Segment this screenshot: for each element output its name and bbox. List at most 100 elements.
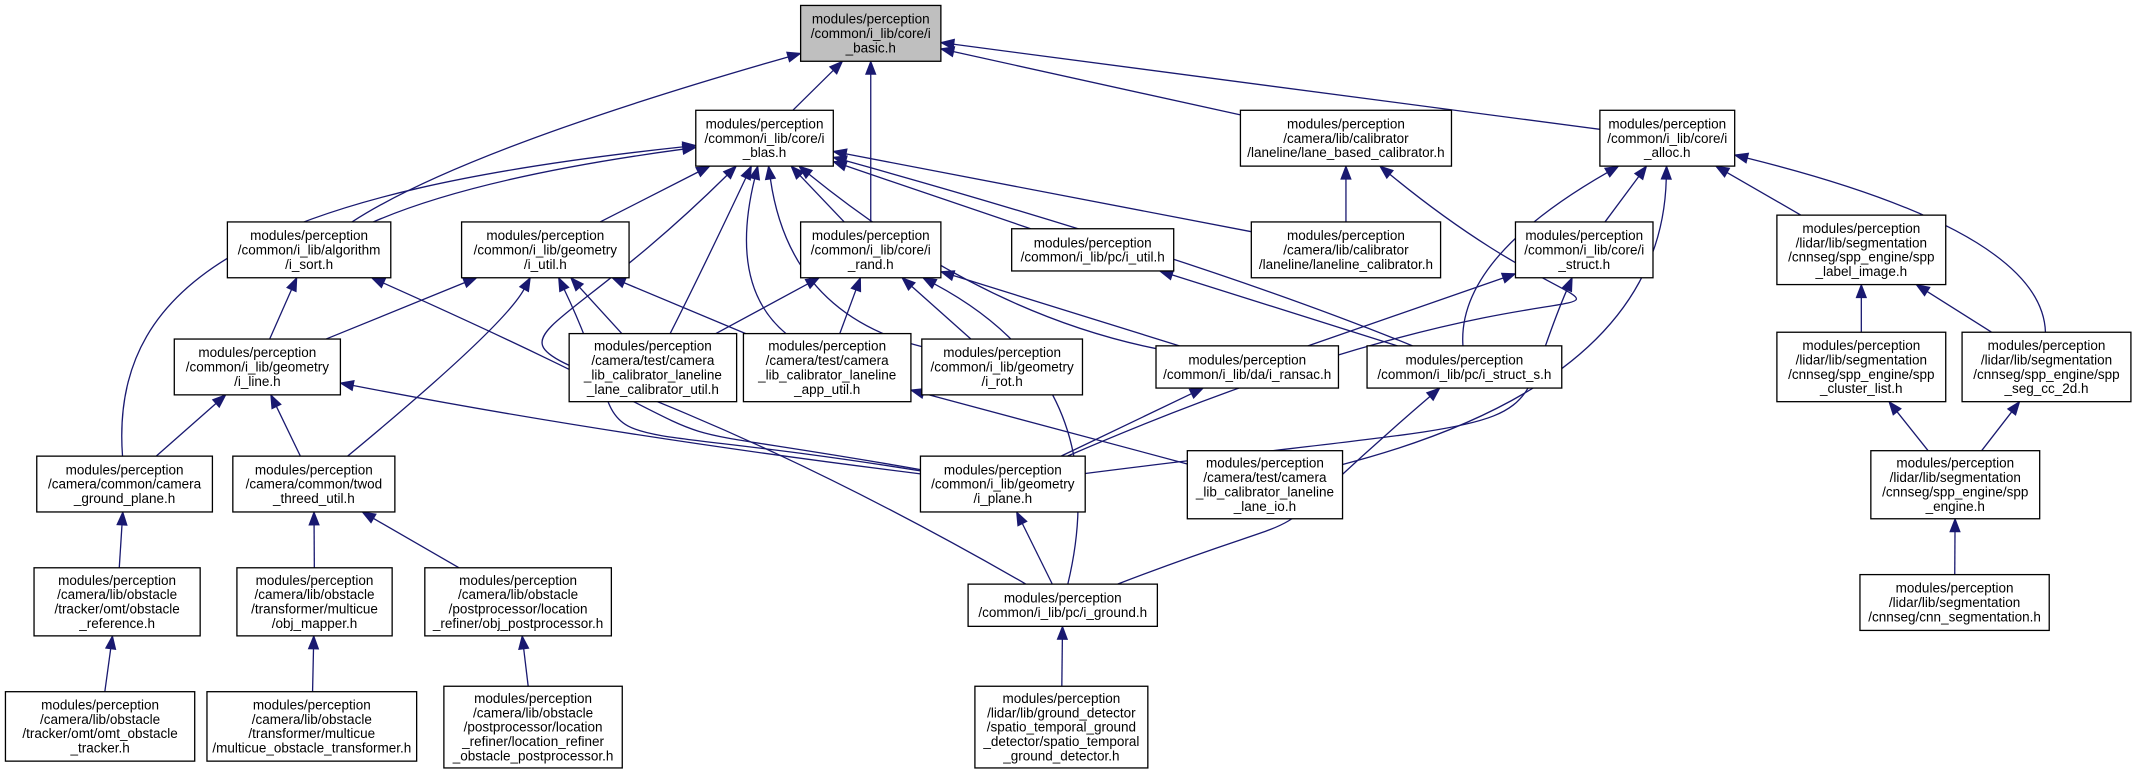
- dependency-arrowhead: [1714, 165, 1731, 178]
- node-obj-mapper[interactable]: modules/perception/camera/lib/obstacle/t…: [236, 567, 393, 637]
- node-pc-i-util[interactable]: modules/perception/common/i_lib/pc/i_uti…: [1011, 228, 1175, 272]
- dependency-edge: [1462, 172, 1608, 346]
- node-i-plane[interactable]: modules/perception/common/i_lib/geometry…: [919, 455, 1086, 513]
- dependency-arrowhead: [1633, 164, 1648, 181]
- node-obj-postprocessor[interactable]: modules/perception/camera/lib/obstacle/p…: [424, 567, 613, 637]
- node-box: [1776, 214, 1947, 286]
- node-label-line: /camera/test/camera: [591, 353, 715, 368]
- node-i-rot[interactable]: modules/perception/common/i_lib/geometry…: [921, 338, 1084, 396]
- dependency-arrowhead: [104, 634, 117, 651]
- node-label-line: _ground_plane.h: [73, 491, 175, 506]
- node-label-line: modules/perception: [1896, 456, 2014, 471]
- node-label-line: modules/perception: [1004, 591, 1122, 606]
- node-label-line: /cnnseg/cnn_segmentation.h: [1868, 610, 2041, 625]
- dependency-edge: [269, 289, 293, 340]
- node-geom-i-util[interactable]: modules/perception/common/i_lib/geometry…: [460, 221, 630, 279]
- dependency-arrowhead: [804, 277, 821, 290]
- node-i-struct-s[interactable]: modules/perception/common/i_lib/pc/i_str…: [1366, 345, 1563, 389]
- dependency-edge: [792, 69, 834, 111]
- node-label-line: /camera/lib/calibrator: [1283, 242, 1409, 257]
- dependency-edge: [745, 178, 787, 335]
- node-spp-label-image[interactable]: modules/perception/lidar/lib/segmentatio…: [1776, 214, 1947, 286]
- node-i-struct[interactable]: modules/perception/common/i_lib/core/i_s…: [1514, 221, 1654, 279]
- dependency-arrowhead: [901, 276, 916, 292]
- node-laneline-cal[interactable]: modules/perception/camera/lib/calibrator…: [1250, 221, 1442, 279]
- node-label-line: _refiner/location_refiner: [461, 734, 604, 749]
- node-label-line: /i_plane.h: [974, 491, 1033, 506]
- node-label-line: _lib_calibrator_laneline: [757, 367, 896, 382]
- node-label-line: modules/perception: [474, 691, 592, 706]
- node-box: [974, 685, 1149, 769]
- node-label-line: /common/i_lib/pc/i_struct_s.h: [1377, 367, 1551, 382]
- dependency-arrowhead: [865, 59, 877, 75]
- node-lane-cal-util[interactable]: modules/perception/camera/test/camera_li…: [568, 332, 738, 403]
- node-label-line: /multicue_obstacle_transformer.h: [212, 741, 411, 756]
- node-label-line: /camera/lib/obstacle: [57, 587, 177, 602]
- node-label-line: _ground_detector.h: [1002, 748, 1119, 763]
- node-i-ransac[interactable]: modules/perception/common/i_lib/da/i_ran…: [1155, 345, 1340, 389]
- node-label-line: /i_line.h: [234, 374, 281, 389]
- dependency-edge: [953, 274, 1180, 347]
- node-label-line: modules/perception: [255, 462, 373, 477]
- dependency-edge: [845, 153, 1252, 233]
- node-i-blas[interactable]: modules/perception/common/i_lib/core/i_b…: [695, 109, 834, 167]
- dependency-edge: [104, 648, 112, 692]
- node-label-line: modules/perception: [58, 573, 176, 588]
- node-box: [799, 221, 942, 279]
- node-label-line: /common/i_lib/da/i_ransac.h: [1163, 367, 1331, 382]
- node-i-rand[interactable]: modules/perception/common/i_lib/core/i_r…: [799, 221, 942, 279]
- node-i-line[interactable]: modules/perception/common/i_lib/geometry…: [173, 338, 342, 396]
- dependency-arrowhead: [1188, 387, 1205, 400]
- dependency-edge: [845, 165, 1031, 230]
- dependency-arrowhead: [462, 277, 478, 289]
- node-camera-ground-plane[interactable]: modules/perception/camera/common/camera_…: [36, 455, 214, 513]
- dependency-arrowhead: [1855, 283, 1868, 299]
- node-obstacle-reference[interactable]: modules/perception/camera/lib/obstacle/t…: [33, 567, 201, 637]
- dependency-edge: [799, 175, 845, 223]
- node-label-line: modules/perception: [944, 462, 1062, 477]
- node-i-basic[interactable]: modules/perception/common/i_lib/core/i_b…: [799, 4, 942, 62]
- node-spp-seg-cc-2d[interactable]: modules/perception/lidar/lib/segmentatio…: [1961, 331, 2132, 403]
- dependency-arrowhead: [1425, 387, 1441, 402]
- node-box: [1250, 221, 1442, 279]
- node-spp-engine[interactable]: modules/perception/lidar/lib/segmentatio…: [1870, 450, 2041, 520]
- node-label-line: modules/perception: [1988, 338, 2106, 353]
- dependency-edge: [523, 648, 529, 687]
- node-label-line: modules/perception: [459, 573, 577, 588]
- node-location-refiner-post[interactable]: modules/perception/camera/lib/obstacle/p…: [443, 685, 623, 769]
- dependency-arrowhead: [740, 164, 752, 181]
- node-label-line: /common/i_lib/geometry: [931, 477, 1075, 492]
- node-box: [1366, 345, 1563, 389]
- dependency-arrowhead: [939, 38, 956, 51]
- node-label-line: modules/perception: [198, 345, 316, 360]
- dependency-arrowhead: [831, 155, 848, 167]
- node-multicue-transformer[interactable]: modules/perception/camera/lib/obstacle/t…: [206, 691, 418, 762]
- dependency-edge: [599, 171, 699, 223]
- dependency-arrowhead: [1949, 517, 1961, 533]
- node-label-line: /i_sort.h: [285, 257, 333, 272]
- node-omt-obstacle-tracker[interactable]: modules/perception/camera/lib/obstacle/t…: [4, 691, 196, 762]
- node-label-line: _obstacle_postprocessor.h: [452, 748, 614, 763]
- dependency-arrowhead: [1340, 164, 1352, 180]
- node-spatio-temporal[interactable]: modules/perception/lidar/lib/ground_dete…: [974, 685, 1149, 769]
- node-app-util[interactable]: modules/perception/camera/test/camera_li…: [742, 332, 912, 403]
- node-twod-threed-util[interactable]: modules/perception/camera/common/twod_th…: [232, 455, 396, 513]
- node-i-sort[interactable]: modules/perception/common/i_lib/algorith…: [226, 221, 392, 279]
- node-box: [919, 455, 1086, 513]
- dependency-arrowhead: [797, 165, 814, 180]
- node-lane-based-cal[interactable]: modules/perception/camera/lib/calibrator…: [1239, 109, 1453, 167]
- node-label-line: /tracker/omt/obstacle: [54, 602, 179, 617]
- dependency-arrowhead: [1888, 400, 1902, 416]
- dependency-edge: [579, 286, 623, 335]
- dependency-edge: [311, 648, 315, 692]
- dependency-arrowhead: [116, 510, 128, 526]
- node-cnn-segmentation[interactable]: modules/perception/lidar/lib/segmentatio…: [1859, 573, 2050, 632]
- node-i-alloc[interactable]: modules/perception/common/i_lib/core/i_a…: [1599, 109, 1736, 167]
- node-i-ground[interactable]: modules/perception/common/i_lib/pc/i_gro…: [967, 583, 1159, 627]
- node-label-line: /common/i_lib/core/i: [811, 242, 931, 257]
- dependency-arrowhead: [828, 60, 844, 75]
- node-label-line: modules/perception: [1002, 691, 1120, 706]
- node-box: [1186, 450, 1344, 520]
- node-lane-io[interactable]: modules/perception/camera/test/camera_li…: [1186, 450, 1344, 520]
- node-spp-cluster-list[interactable]: modules/perception/lidar/lib/segmentatio…: [1776, 331, 1947, 403]
